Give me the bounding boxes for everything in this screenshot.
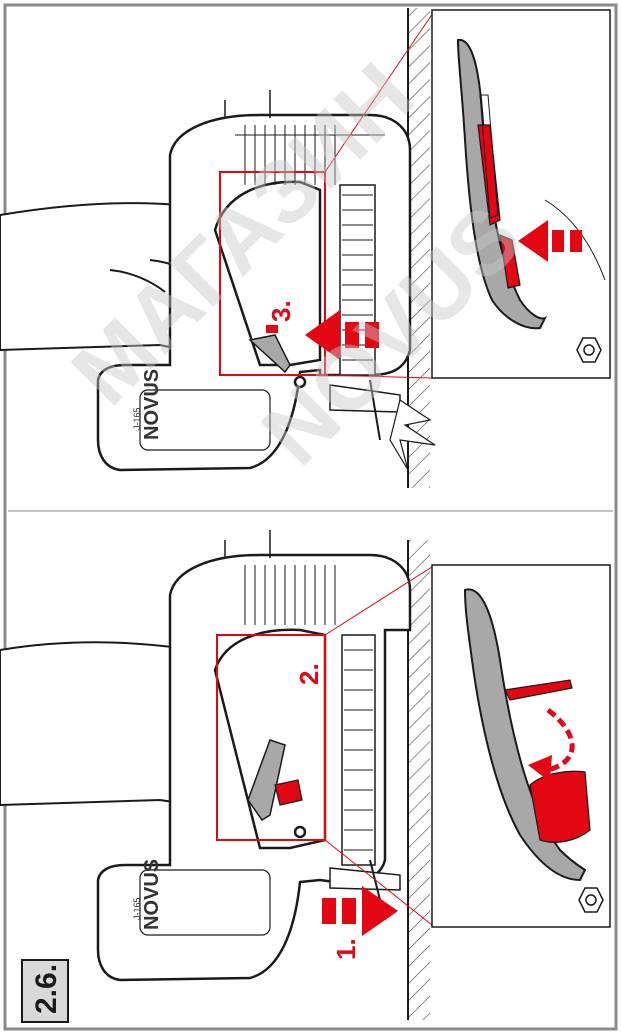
lever-red-bottom [275,780,302,805]
section-badge-label: 2.6. [30,964,63,1014]
brand-name-bottom: NOVUS [141,859,163,930]
nut-icon-bottom [579,888,603,912]
wall-hatching-bottom [408,540,430,1020]
panel-bottom: NOVUS J-165 2. 1. [0,530,610,1020]
section-badge: 2.6. [22,960,68,1022]
nut-icon [577,338,601,362]
arrow-step-1 [322,886,398,936]
lever-red-small [266,325,278,333]
step-3-label: 3. [266,300,296,322]
step-1-label: 1. [331,938,361,960]
model-name-bottom: J-165 [132,897,142,920]
step-2-label: 2. [294,663,324,685]
